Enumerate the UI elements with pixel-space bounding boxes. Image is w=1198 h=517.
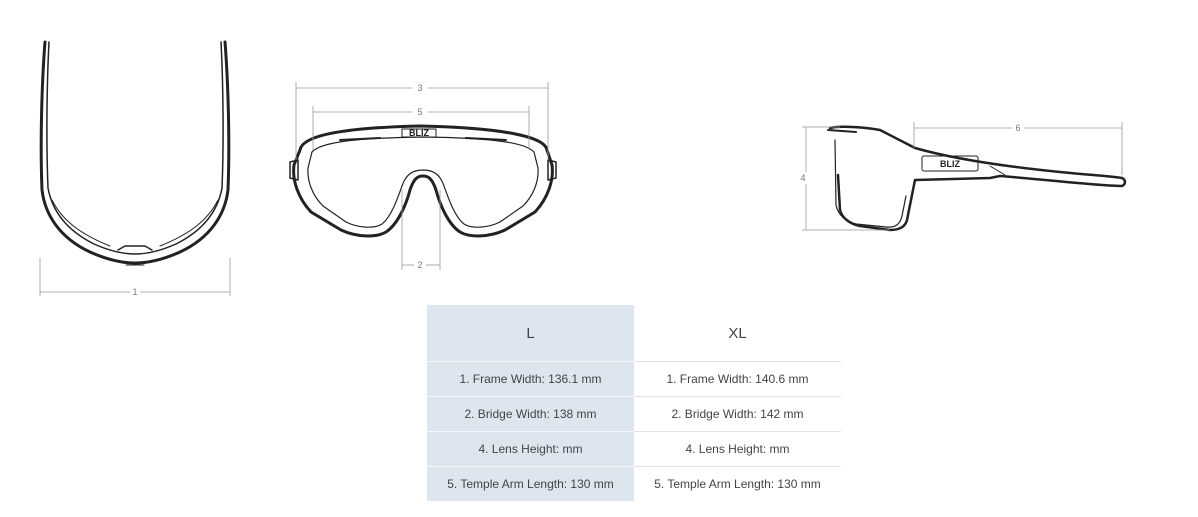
top-view: [39, 40, 231, 266]
cell-l-lens-height: 4. Lens Height: mm: [427, 431, 634, 467]
cell-l-temple-length: 5. Temple Arm Length: 130 mm: [427, 466, 634, 501]
overall-width-dimension: [295, 82, 549, 160]
table-row: 4. Lens Height: mm 4. Lens Height: mm: [427, 431, 841, 467]
front-view: [289, 124, 557, 238]
cell-l-frame-width: 1. Frame Width: 136.1 mm: [427, 361, 634, 397]
size-header-l: L: [427, 305, 634, 362]
side-logo: BLIZ: [940, 159, 960, 169]
bridge-width-dimension: [401, 190, 441, 270]
cell-xl-temple-length: 5. Temple Arm Length: 130 mm: [634, 466, 841, 501]
cell-xl-bridge-width: 2. Bridge Width: 142 mm: [634, 396, 841, 432]
front-logo: BLIZ: [409, 128, 429, 138]
table-row: 5. Temple Arm Length: 130 mm 5. Temple A…: [427, 466, 841, 501]
lens-height-dimension: [802, 126, 890, 231]
size-header-xl: XL: [728, 324, 747, 342]
dimension-label-5: 5: [417, 107, 422, 117]
dimension-label-2: 2: [417, 260, 422, 270]
temple-length-dimension: [913, 122, 1123, 175]
cell-xl-frame-width: 1. Frame Width: 140.6 mm: [634, 361, 841, 397]
dimension-label-1: 1: [132, 287, 137, 297]
table-row: 2. Bridge Width: 138 mm 2. Bridge Width:…: [427, 396, 841, 432]
dimension-label-6: 6: [1015, 123, 1020, 133]
cell-l-bridge-width: 2. Bridge Width: 138 mm: [427, 396, 634, 432]
cell-xl-lens-height: 4. Lens Height: mm: [634, 431, 841, 467]
size-table: L XL 1. Frame Width: 136.1 mm 1. Frame W…: [427, 305, 841, 501]
table-row: 1. Frame Width: 136.1 mm 1. Frame Width:…: [427, 361, 841, 397]
dimension-label-4: 4: [800, 173, 805, 183]
dimension-label-3: 3: [417, 83, 422, 93]
frame-width-dimension: [39, 258, 231, 296]
side-view: [827, 125, 1127, 232]
size-table-header: L XL: [427, 305, 841, 362]
lens-width-dimension: [312, 106, 530, 150]
